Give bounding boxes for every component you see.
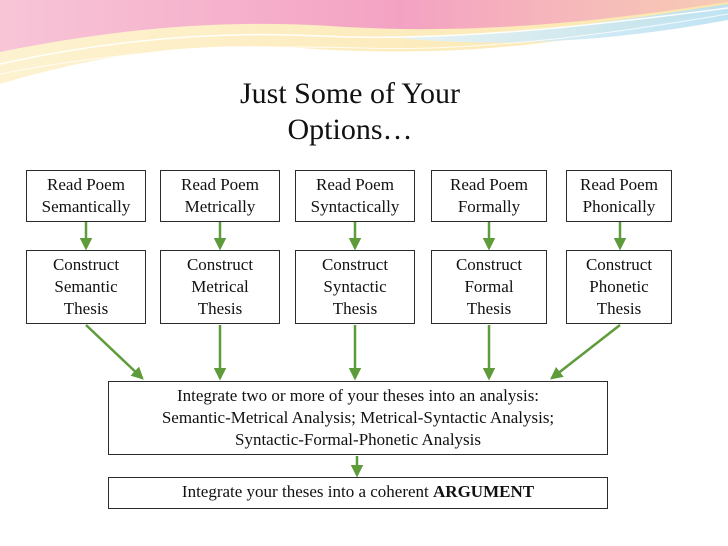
construct-phonetic-thesis-box: Construct Phonetic Thesis xyxy=(566,250,672,324)
argument-prefix-text: Integrate your theses into a coherent xyxy=(181,482,434,501)
read-poem-semantically-box: Read Poem Semantically xyxy=(26,170,146,222)
slide-title: Just Some of Your Options… xyxy=(239,77,461,146)
argument-emphasis-text: ARGUMENT xyxy=(433,482,535,501)
read-poem-phonically-box: Read Poem Phonically xyxy=(566,170,672,222)
read-poem-metrically-box: Read Poem Metrically xyxy=(160,170,280,222)
construct-semantic-thesis-box: Construct Semantic Thesis xyxy=(26,250,146,324)
integrate-analysis-box: Integrate two or more of your theses int… xyxy=(108,381,608,455)
construct-syntactic-thesis-box: Construct Syntactic Thesis xyxy=(295,250,415,324)
integrate-argument-box: Integrate your theses into a coherent AR… xyxy=(108,477,608,509)
construct-formal-thesis-box: Construct Formal Thesis xyxy=(431,250,547,324)
header-wave-decoration xyxy=(0,0,728,84)
construct-metrical-thesis-box: Construct Metrical Thesis xyxy=(160,250,280,324)
arrow-semantic-to-integrate xyxy=(85,324,144,380)
arrow-phonetic-to-integrate xyxy=(550,324,621,380)
read-poem-formally-box: Read Poem Formally xyxy=(431,170,547,222)
read-poem-syntactically-box: Read Poem Syntactically xyxy=(295,170,415,222)
